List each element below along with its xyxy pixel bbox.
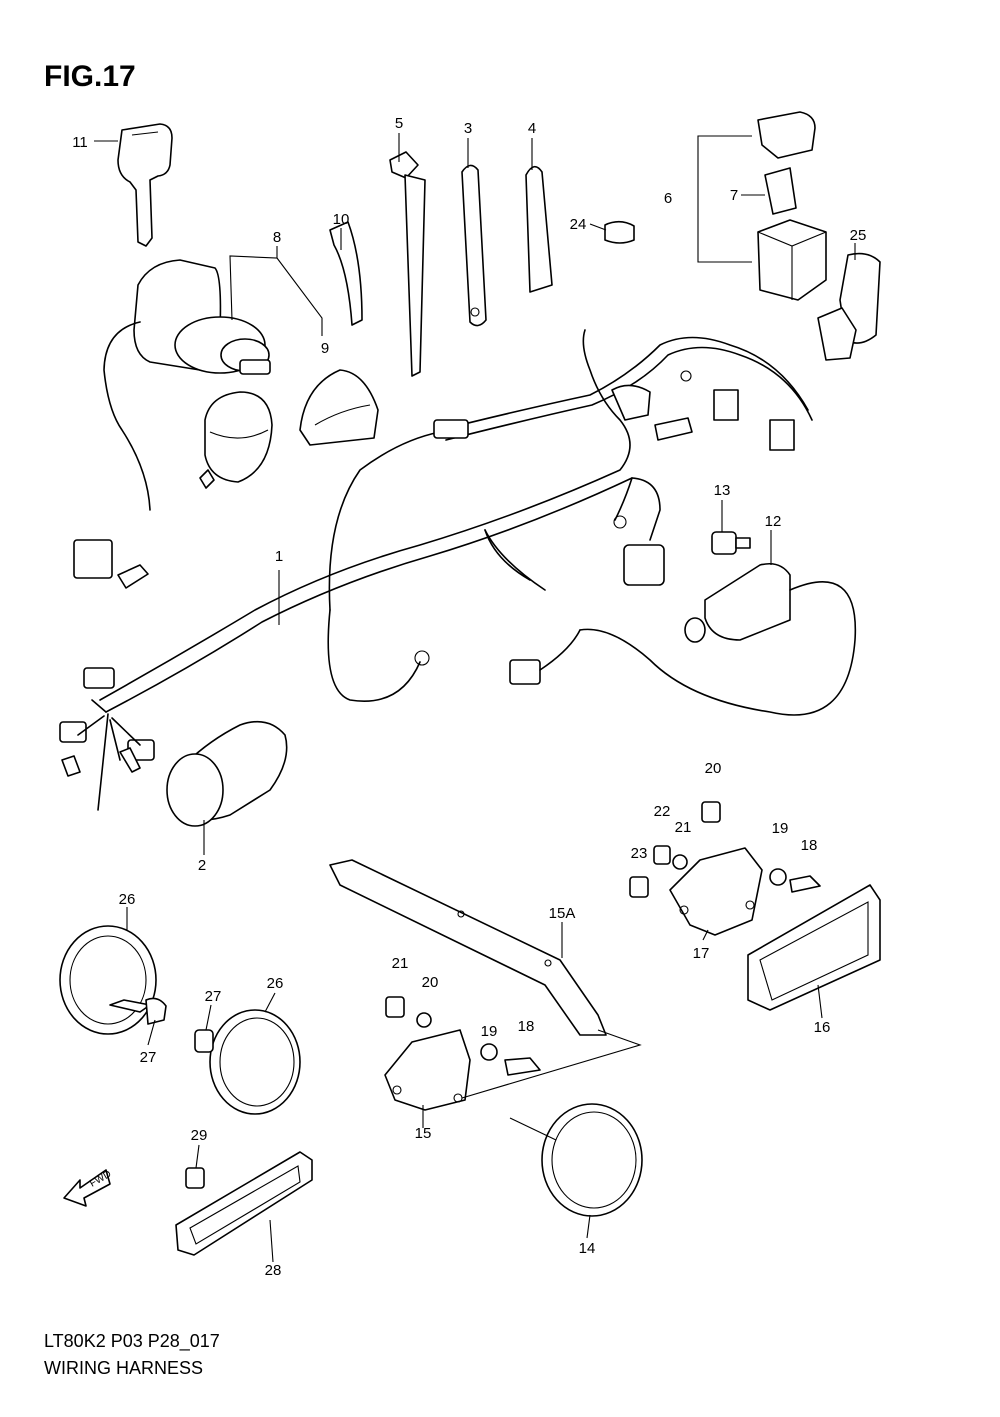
callout-26-left: 26 (119, 891, 136, 908)
bracket-15a-part (329, 859, 607, 1036)
reflector-26-left-part (59, 925, 167, 1035)
reflector-28-part (175, 1151, 313, 1256)
callout-15a: 15A (549, 905, 576, 922)
on-off-plate-part (329, 221, 363, 326)
callout-6: 6 (664, 190, 672, 207)
hardware-18-23 (629, 801, 821, 898)
callout-5: 5 (395, 115, 403, 132)
clamp-3-part (461, 164, 487, 327)
switch-connector-part (73, 539, 149, 589)
callout-19-lower: 19 (481, 1023, 498, 1040)
fwd-arrow-icon: FWD (63, 1169, 113, 1207)
main-harness-part (59, 329, 813, 811)
callout-1: 1 (275, 548, 283, 565)
callout-13: 13 (714, 482, 731, 499)
callout-23: 23 (631, 845, 648, 862)
bracket-17-part (669, 847, 763, 936)
reflector-26-right-part (194, 1009, 301, 1115)
relay-cap-part (757, 111, 816, 159)
reflector-14-part (541, 1103, 643, 1217)
callout-20-upper: 20 (705, 760, 722, 777)
callout-26-right: 26 (267, 975, 284, 992)
switch-cover-part (299, 369, 379, 446)
callout-7: 7 (730, 187, 738, 204)
fuse-part (764, 167, 797, 215)
callout-20-lower: 20 (422, 974, 439, 991)
callout-18-lower: 18 (518, 1018, 535, 1035)
figure-caption: WIRING HARNESS (44, 1358, 204, 1378)
callout-25: 25 (850, 227, 867, 244)
callout-2: 2 (198, 857, 206, 874)
bracket-15-part (384, 1029, 471, 1111)
callout-11: 11 (72, 134, 88, 151)
callout-15: 15 (415, 1125, 432, 1142)
callout-14: 14 (579, 1240, 596, 1257)
callout-27-lower: 27 (140, 1049, 157, 1066)
bracket-25-part (817, 252, 881, 361)
callout-21-lower: 21 (392, 955, 409, 972)
callout-labels: 11 8 9 10 5 3 4 6 7 24 25 1 2 13 12 20 2… (72, 115, 866, 1279)
ignition-switch-part (133, 259, 273, 489)
callout-leader-lines (94, 133, 856, 1263)
grommet-part (604, 220, 635, 244)
switch-lead (103, 321, 151, 511)
callout-22: 22 (654, 803, 671, 820)
reflector-leader-lines (461, 1029, 642, 1141)
clamp-4-part (525, 165, 553, 293)
bracket-6 (697, 135, 752, 263)
callout-12: 12 (765, 513, 782, 530)
key-part (117, 123, 173, 247)
callout-3: 3 (464, 120, 472, 137)
callout-28: 28 (265, 1262, 282, 1279)
bolt-13-part (711, 531, 751, 555)
boot-part (166, 720, 288, 827)
callout-29: 29 (191, 1127, 208, 1144)
callout-16: 16 (814, 1019, 831, 1036)
neutral-switch-part (509, 562, 857, 716)
figure-title: FIG.17 (44, 60, 136, 93)
callout-19-upper: 19 (772, 820, 789, 837)
callout-8: 8 (273, 229, 281, 246)
callout-10: 10 (333, 211, 350, 228)
callout-9: 9 (321, 340, 329, 357)
hardware-18-21-lower (385, 996, 541, 1076)
callout-4: 4 (528, 120, 536, 137)
callout-17: 17 (693, 945, 710, 962)
callout-27-upper: 27 (205, 988, 222, 1005)
drawing-code: LT80K2 P03 P28_017 (44, 1331, 220, 1351)
callout-18-upper: 18 (801, 837, 818, 854)
relay-body-part (757, 219, 827, 301)
reflector-16-part (747, 884, 881, 1011)
cable-tie-part (389, 151, 426, 377)
callout-21-upper: 21 (675, 819, 692, 836)
callout-24: 24 (570, 216, 587, 233)
